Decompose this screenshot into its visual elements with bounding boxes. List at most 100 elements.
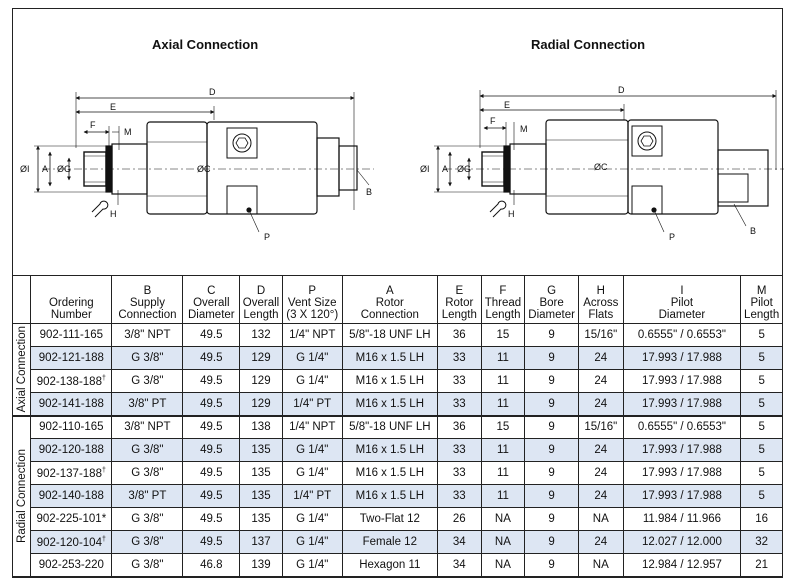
cell-e: 33 (437, 438, 482, 462)
cell-b: G 3/8" (111, 346, 184, 370)
cell-a: 5/8"-18 UNF LH (341, 414, 439, 439)
cell-f: 11 (480, 392, 526, 416)
cell-d: 135 (239, 484, 283, 508)
dim-label-m-radial: M (520, 124, 528, 134)
dim-label-d: D (209, 87, 216, 97)
column-header-line1: Vent Size (287, 297, 337, 309)
column-header-letter: A (385, 285, 394, 297)
cell-h: 24 (577, 392, 624, 416)
ordering-number: 902-120-104 (36, 536, 102, 549)
ordering-number-cell: 902-141-188 (30, 392, 113, 416)
cell-g: 9 (524, 484, 579, 508)
cell-h: 24 (577, 530, 624, 554)
row-group-label-text: Radial Connection (15, 449, 28, 544)
column-header-line2: Length (441, 309, 477, 321)
cell-i: 11.984 / 11.966 (622, 507, 742, 531)
dim-label-i-radial: ØI (420, 164, 430, 174)
footnote-mark: † (101, 374, 106, 382)
cell-d: 129 (239, 392, 283, 416)
cell-i: 0.6555" / 0.6553" (622, 414, 742, 439)
cell-c: 49.5 (182, 392, 241, 416)
cell-e: 33 (437, 461, 482, 485)
cell-m: 5 (740, 484, 783, 508)
column-header-letter: P (308, 285, 317, 297)
column-header-line2: Length (744, 309, 780, 321)
dim-label-f: F (90, 120, 96, 130)
cell-e: 36 (437, 323, 482, 347)
ordering-number: 902-138-188 (36, 375, 102, 388)
dim-label-i: ØI (20, 164, 30, 174)
column-header-line1: Pilot (670, 297, 694, 309)
dim-label-a-radial: A (442, 164, 448, 174)
column-header-letter: I (680, 285, 684, 297)
column-header-letter: G (547, 285, 557, 297)
column-header-line2: Length (485, 309, 521, 321)
ordering-number: 902-120-188 (38, 444, 104, 456)
cell-g: 9 (524, 530, 579, 554)
cell-d: 135 (239, 438, 283, 462)
column-header-line1: Thread (484, 297, 522, 309)
cell-i: 12.027 / 12.000 (622, 530, 742, 554)
cell-f: 11 (480, 461, 526, 485)
cell-i: 17.993 / 17.988 (622, 369, 742, 393)
cell-b: G 3/8" (111, 530, 184, 554)
cell-e: 33 (437, 392, 482, 416)
cell-h: 24 (577, 369, 624, 393)
cell-d: 135 (239, 461, 283, 485)
header-group-blank (11, 275, 32, 324)
ordering-number-cell: 902-111-165 (30, 323, 113, 347)
cell-m: 32 (740, 530, 783, 554)
cell-m: 5 (740, 369, 783, 393)
dim-label-f-radial: F (490, 116, 496, 126)
cell-p: G 1/4" (281, 507, 343, 531)
column-header-line2: Diameter (528, 309, 575, 321)
radial-drawing (434, 90, 784, 233)
cell-g: 9 (524, 507, 579, 531)
cell-c: 49.5 (182, 323, 241, 347)
cell-b: 3/8" PT (111, 484, 184, 508)
cell-b: G 3/8" (111, 553, 184, 577)
cell-a: 5/8"-18 UNF LH (341, 323, 439, 347)
cell-e: 33 (437, 369, 482, 393)
column-header-line1: Rotor (375, 297, 404, 309)
cell-f: 15 (480, 414, 526, 439)
cell-d: 139 (239, 553, 283, 577)
cell-m: 5 (740, 392, 783, 416)
ordering-number: 902-141-188 (38, 397, 104, 410)
cell-h: 24 (577, 484, 624, 508)
cell-e: 34 (437, 553, 482, 577)
cell-p: 1/4" PT (281, 484, 343, 508)
footnote-mark: * (101, 513, 107, 525)
cell-m: 5 (740, 461, 783, 485)
cell-m: 5 (740, 323, 783, 347)
cell-p: G 1/4" (281, 369, 343, 393)
column-header-line2: Diameter (658, 309, 706, 321)
ordering-number-cell: 902-253-220 (30, 553, 113, 577)
column-header-line1: Bore (539, 297, 564, 309)
footnote-mark: † (101, 535, 106, 543)
technical-drawings: D E F M ØI A ØG ØC H B P (20, 85, 784, 242)
column-header-line2: Connection (118, 309, 177, 321)
cell-b: G 3/8" (111, 461, 184, 485)
cell-m: 5 (740, 346, 783, 370)
ordering-number-cell: 902-110-165 (30, 414, 113, 439)
cell-g: 9 (524, 461, 579, 485)
cell-g: 9 (524, 414, 579, 439)
dim-label-h-radial: H (508, 209, 515, 219)
ordering-number: 902-253-220 (38, 559, 104, 571)
cell-a: M16 x 1.5 LH (341, 392, 439, 416)
cell-h: 15/16" (577, 323, 624, 347)
dim-label-a: A (42, 164, 48, 174)
cell-g: 9 (524, 553, 579, 577)
